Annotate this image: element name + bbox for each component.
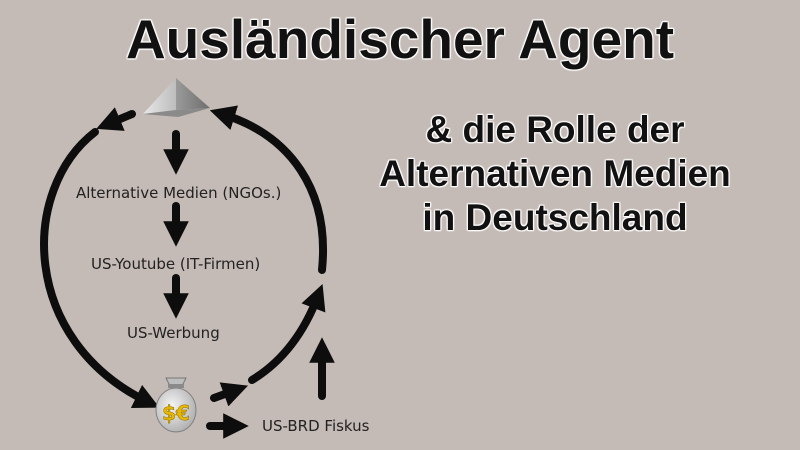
money-symbols: $€ bbox=[162, 401, 190, 425]
page-title: Ausländischer Agent bbox=[125, 8, 675, 70]
arrow-bag-upper bbox=[210, 382, 249, 407]
subtitle: & die Rolle der Alternativen Medien in D… bbox=[335, 108, 775, 240]
arrow-top-left bbox=[96, 107, 136, 131]
arrow-left-arc bbox=[40, 128, 160, 408]
arrow-right-arc bbox=[209, 105, 327, 274]
subtitle-line-2: Alternativen Medien bbox=[379, 153, 731, 194]
node-us-werbung: US-Werbung bbox=[127, 324, 220, 342]
money-bag-icon: $€ bbox=[155, 377, 197, 433]
subtitle-line-3: in Deutschland bbox=[422, 197, 688, 238]
arrow-lower-right-arc bbox=[248, 284, 326, 384]
node-alternative-medien: Alternative Medien (NGOs.) bbox=[76, 184, 282, 202]
node-us-brd-fiskus: US-BRD Fiskus bbox=[262, 417, 370, 435]
subtitle-line-1: & die Rolle der bbox=[425, 109, 685, 150]
node-us-youtube: US-Youtube (IT-Firmen) bbox=[91, 255, 261, 273]
pyramid-icon bbox=[143, 78, 210, 117]
